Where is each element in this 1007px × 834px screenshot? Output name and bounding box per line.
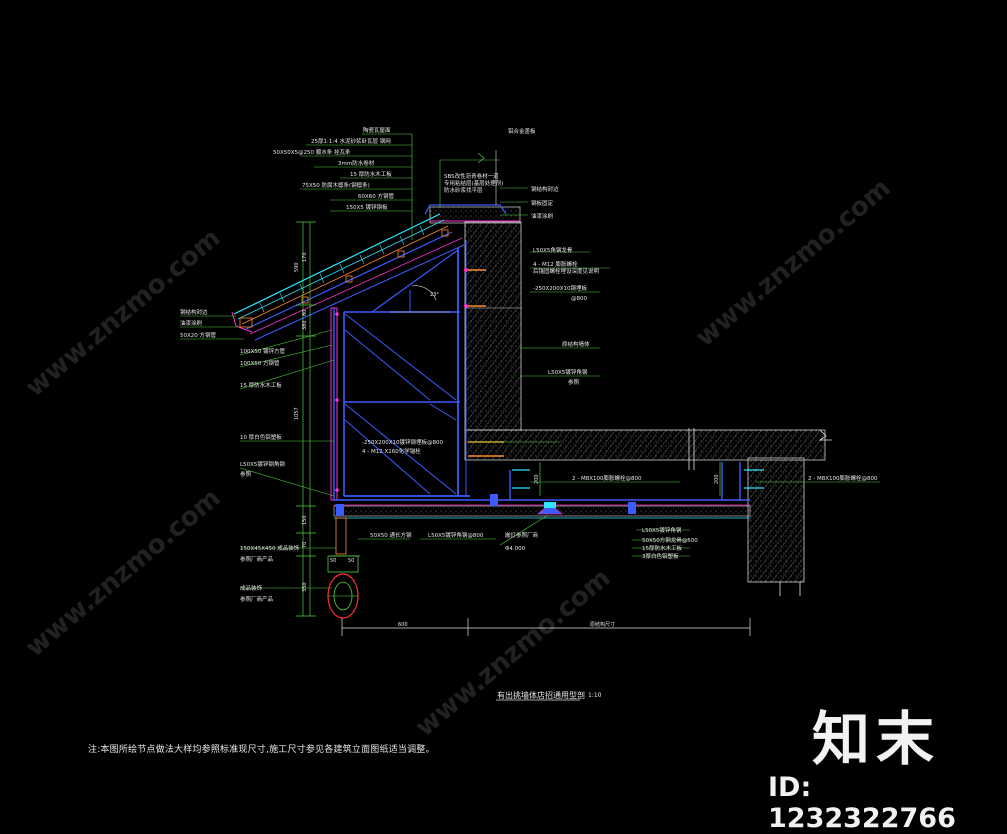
dim-v-5: 1057 [294, 407, 300, 420]
label-mid-plate: -250X200X10镀锌钢埋板@800 [362, 438, 444, 446]
dim-angle: 23° [430, 292, 439, 298]
label-bottom-angle: L50X5镀锌角钢@800 [428, 531, 484, 539]
steel-frame [330, 240, 522, 501]
label-roof-layer-2: 25厚1:1:4 水泥砂浆卧瓦层 钢网 [311, 137, 391, 145]
label-left-ref: 参照 [240, 470, 252, 478]
label-bottom-keel: 50X50方钢龙骨@500 [642, 536, 698, 544]
dim-h-left: 600 [398, 622, 408, 628]
drawing-scale: 1:10 [588, 692, 602, 699]
label-roof-layer-1: 陶瓷瓦屋面 [363, 126, 391, 134]
label-left-angle: L50X5镀锌钢角钢 [240, 460, 285, 468]
dim-v-3: 380 [302, 320, 308, 330]
image-id: ID: 1232322766 [768, 772, 956, 834]
label-bottom-angle-2: L50X5镀锌角钢 [642, 526, 682, 534]
label-roof-layer-5: 15 厚防水木工板 [350, 170, 392, 178]
label-left-finish: 成品装饰 [240, 584, 263, 592]
label-right-ref: 参照 [568, 378, 580, 386]
drawing-note: 注:本图所绘节点做法大样均参照标准现尺寸,施工尺寸参见各建筑立面图纸适当调整。 [88, 745, 435, 755]
parapet-cap [424, 150, 521, 224]
label-left-steel-tube: 100X50 方钢管 [240, 359, 280, 367]
label-bottom-lamp: 嵌灯参照厂商 [505, 531, 539, 539]
label-mid-anchor: 4 - M12 X160化学锚栓 [362, 447, 421, 455]
dim-orn-left: 50 [330, 558, 336, 564]
label-primer: 专用粘结层(基层处理剂) [444, 179, 503, 187]
label-left-finish-ref: 参照厂商产品 [240, 595, 274, 603]
label-roof-layer-3: 50X50X5@250 顺水条 挂瓦条 [273, 148, 351, 156]
leader-lines [180, 133, 880, 589]
label-steel-plate: 钢板固定 [531, 199, 554, 207]
dim-slab-right: 200 [714, 474, 720, 484]
label-roof-layer-8: 150X5 镀锌钢板 [346, 203, 388, 211]
sloped-roof [231, 213, 467, 341]
label-right-wall: 原结构墙体 [562, 340, 590, 348]
label-right-bolt-note: 后锚固螺栓埋设深度见说明 [533, 267, 600, 275]
label-left-galv-tube: 100X50 镀锌方管 [240, 347, 286, 355]
brand-logo: 知末 [812, 705, 941, 773]
label-right-spacing: @800 [571, 296, 587, 302]
label-bottom-plywood: 15厚防水木工板 [642, 544, 682, 552]
label-bottom-dia: Φ4.000 [505, 546, 526, 552]
label-right-angle: L50X5镀锌角钢 [548, 368, 588, 376]
label-aluminium-cap: 铝合金盖板 [508, 127, 536, 135]
dim-v-2: 170 [302, 252, 308, 262]
label-left-edge-steel: 钢结构封边 [180, 308, 208, 316]
dim-v-8: 350 [302, 582, 308, 592]
label-roof-layer-4: 3mm防水卷材 [338, 159, 375, 167]
lower-ornament [327, 517, 359, 619]
dimension-lines [296, 221, 751, 636]
label-left-ornament-ref: 参照厂商产品 [240, 555, 274, 563]
dim-orn-right: 50 [348, 558, 354, 564]
drawing-title: 有出挑墙体店招通用型剖 [497, 691, 585, 700]
label-bottom-steel: 50X50 通长方钢 [370, 531, 412, 539]
label-left-square-tube: 50X20 方钢管 [180, 331, 217, 339]
label-left-plywood: 15 厚防水木工板 [240, 381, 282, 389]
label-left-paint: 油漆涂刷 [180, 319, 203, 327]
dim-v-1: 590 [294, 262, 300, 272]
label-right-plate: -250X200X10钢埋板 [533, 284, 588, 292]
label-left-acp: 10 厚白色铝塑板 [240, 433, 282, 441]
dim-v-4: 80 [302, 310, 308, 316]
label-roof-layer-6: 75X50 防腐木檩条(钢檩条) [302, 181, 370, 189]
label-screed: 防水砂浆找平层 [444, 186, 483, 194]
label-bottom-acp: 3厚白色铝塑板 [642, 552, 679, 560]
label-slab-bolt-right: 2 - M8X100膨胀螺栓@800 [808, 474, 878, 482]
label-paint: 油漆涂刷 [531, 212, 554, 220]
label-edge-steel: 钢结构封边 [531, 185, 559, 193]
dim-h-right: 原结构尺寸 [590, 621, 615, 628]
label-sbs-membrane: SBS改性沥青卷材一道 [444, 172, 499, 180]
label-right-bolt: 4 - M12 膨胀螺栓 [533, 260, 578, 268]
label-slab-bolt-left: 2 - M8X100膨胀螺栓@800 [572, 474, 642, 482]
label-right-keel: L50X5角钢龙骨 [533, 246, 573, 254]
dim-v-6: 150 [302, 515, 308, 525]
label-left-ornament: 150X45X450 成品装饰 [240, 544, 300, 552]
structural-wall [464, 221, 832, 596]
soffit [333, 462, 764, 519]
dim-slab-left: 200 [534, 474, 540, 484]
label-roof-layer-7: 60X60 方钢管 [358, 192, 395, 200]
dim-v-7: 70 [302, 542, 308, 548]
